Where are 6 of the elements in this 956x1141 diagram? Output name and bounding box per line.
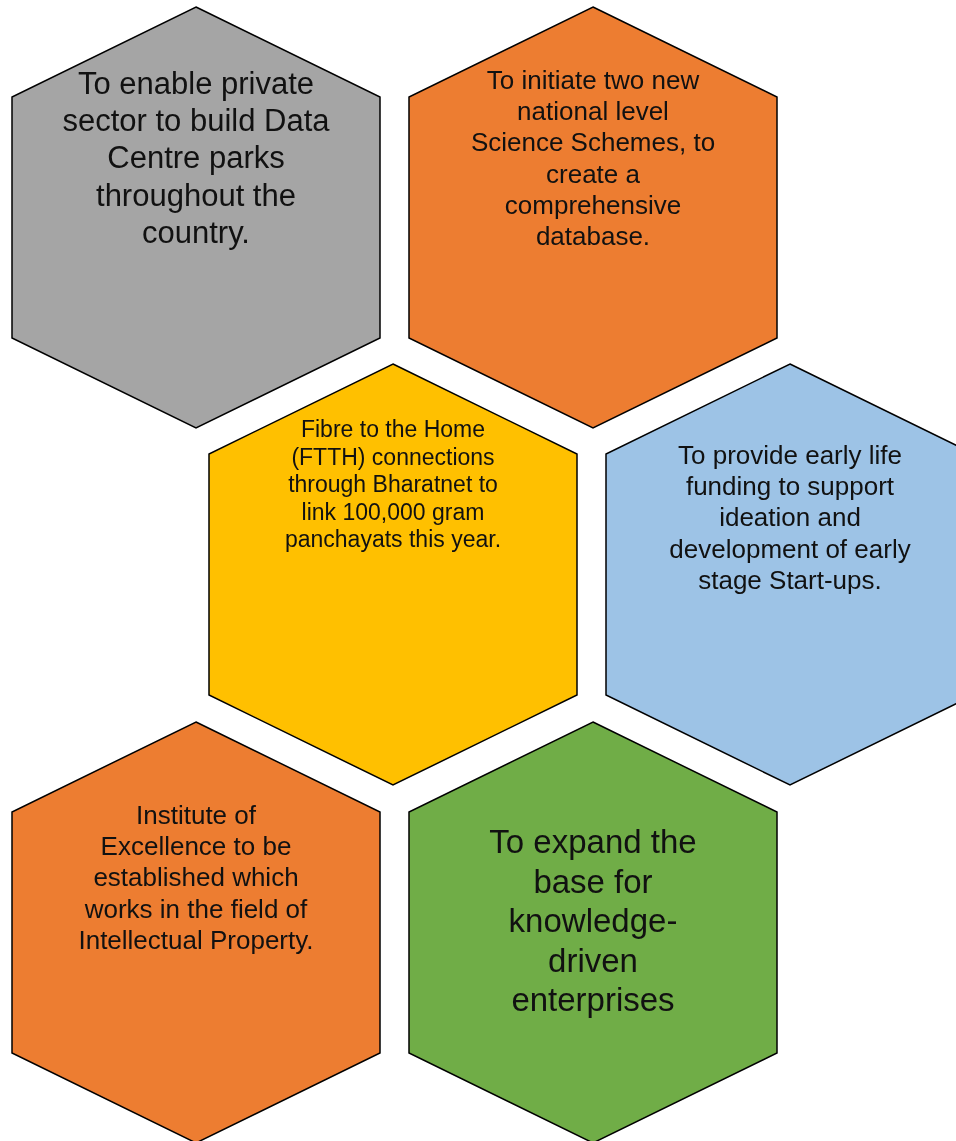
hexagon-text: Institute of Excellence to be established which works in the field of Intellectual Property. — [77, 800, 315, 956]
hexagon-text: Fibre to the Home (FTTH) connections through Bharatnet to link 100,000 gram panchayats this year. — [283, 416, 503, 554]
hexagon-text: To expand the base for knowledge-driven enterprises — [488, 822, 698, 1020]
hexagon-text: To provide early life funding to support ideation and development of early stage Start-ups. — [668, 440, 912, 596]
hexagon-text: To enable private sector to build Data Centre parks throughout the country. — [62, 65, 330, 251]
hexagon-text: To initiate two new national level Science Schemes, to create a comprehensive database. — [469, 65, 717, 253]
